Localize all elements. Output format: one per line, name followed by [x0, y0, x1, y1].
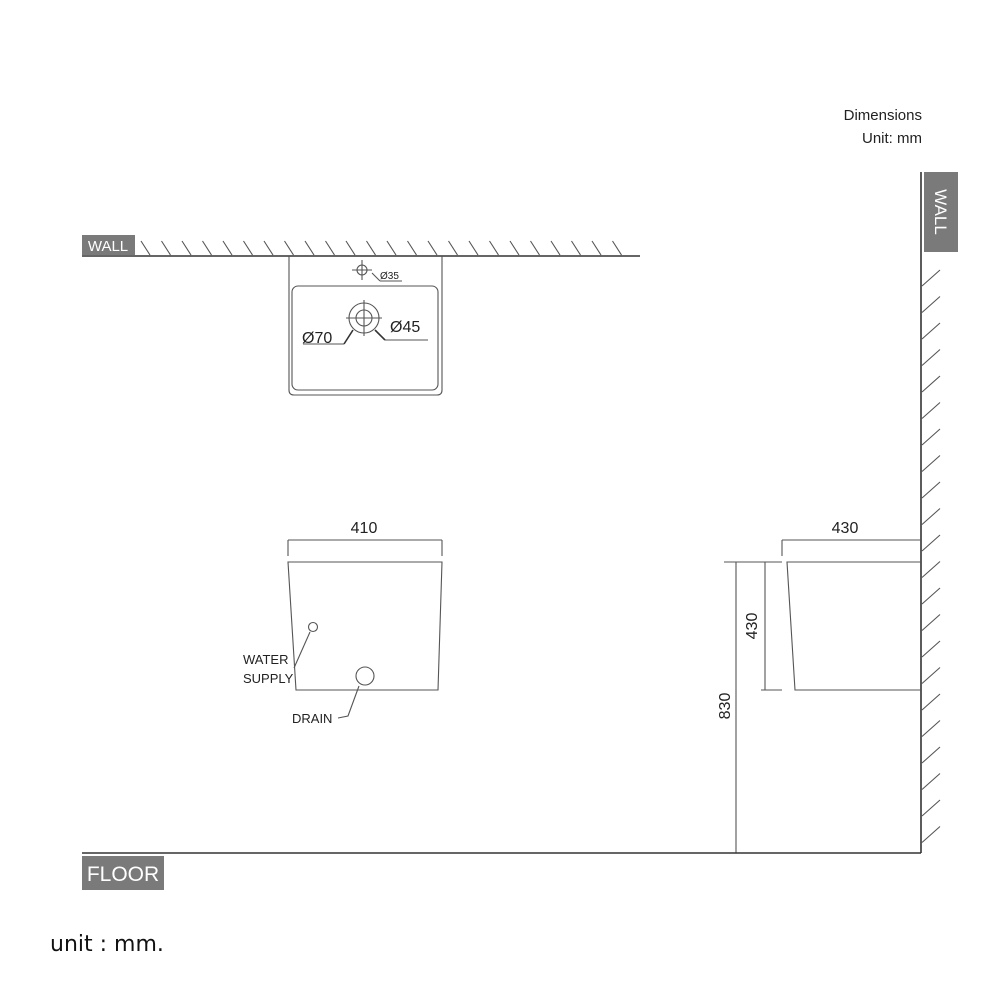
hatch-mark: [407, 240, 417, 256]
hatch-mark: [509, 240, 520, 256]
hatch-mark: [921, 667, 941, 684]
hatch-mark: [921, 561, 941, 578]
hatch-mark: [921, 375, 941, 393]
hatch-mark: [921, 640, 941, 658]
water-supply-leader: [293, 631, 311, 669]
tap-hole: [352, 260, 402, 282]
hatch-mark: [304, 240, 315, 256]
hatch-mark: [448, 240, 458, 256]
wall-top-hatch: [140, 240, 622, 256]
unit-note: unit : mm.: [50, 932, 164, 957]
front-view: 410 WATER SUPPLY DRAIN: [243, 520, 443, 726]
tap-hole-dimension: Ø35: [380, 271, 399, 282]
waste-outer-dimension: Ø70: [302, 330, 332, 347]
hatch-mark: [612, 240, 622, 256]
hatch-mark: [921, 799, 941, 817]
hatch-mark: [921, 720, 941, 737]
hatch-mark: [263, 240, 274, 256]
hatch-mark: [921, 534, 941, 552]
basin-side-outline: [786, 561, 921, 691]
basin-top-outline: [288, 256, 443, 396]
side-view: WALL 430 430 830: [717, 172, 958, 853]
wall-top-label: WALL: [88, 238, 128, 255]
hatch-mark: [530, 240, 540, 256]
hatch-mark: [921, 269, 941, 287]
wall-side-tag: [924, 172, 958, 252]
wall-side-hatch: [921, 269, 941, 843]
floor-tag: [82, 856, 164, 890]
unit-label: Unit: mm: [862, 130, 922, 147]
hatch-mark: [921, 614, 941, 631]
hatch-mark: [489, 240, 499, 256]
hatch-mark: [921, 587, 941, 605]
basin-top-inner: [291, 285, 439, 391]
hatch-mark: [284, 240, 294, 256]
hatch-mark: [921, 349, 941, 366]
hatch-mark: [921, 746, 941, 764]
hatch-mark: [921, 693, 941, 711]
wall-side-label: WALL: [931, 189, 950, 235]
water-supply-label-2: SUPPLY: [243, 671, 294, 686]
drain-label: DRAIN: [292, 711, 332, 726]
hatch-mark: [921, 296, 941, 313]
hatch-mark: [571, 240, 581, 256]
drain-hole: [355, 666, 375, 686]
hatch-mark: [921, 455, 941, 472]
hatch-mark: [243, 240, 253, 256]
side-height-dimension: 430: [744, 613, 761, 640]
hatch-mark: [386, 240, 397, 256]
hatch-mark: [222, 240, 233, 256]
top-view: WALL Ø35 Ø70 Ø45: [82, 235, 640, 396]
hatch-mark: [202, 240, 212, 256]
hatch-mark: [427, 240, 438, 256]
hatch-mark: [345, 240, 356, 256]
floor-label: FLOOR: [87, 863, 159, 886]
hatch-mark: [325, 240, 335, 256]
basin-front-outline: [287, 561, 443, 691]
front-width-dimension: 410: [351, 520, 378, 537]
drain-leader: [337, 685, 360, 719]
hatch-mark: [921, 402, 941, 419]
waste-hole: [303, 300, 428, 345]
waste-inner-dimension: Ø45: [390, 319, 420, 336]
hatch-mark: [921, 428, 941, 446]
hatch-mark: [181, 240, 192, 256]
mount-height-dimension: 830: [717, 693, 734, 720]
water-supply-hole: [307, 621, 319, 633]
hatch-mark: [921, 508, 941, 525]
water-supply-label-1: WATER: [243, 652, 289, 667]
wall-top-tag: [82, 235, 135, 255]
hatch-mark: [140, 240, 151, 256]
hatch-mark: [366, 240, 376, 256]
hatch-mark: [921, 773, 941, 790]
hatch-mark: [468, 240, 479, 256]
hatch-mark: [921, 826, 941, 843]
dimensions-title: Dimensions: [844, 107, 922, 124]
hatch-mark: [921, 322, 941, 340]
hatch-mark: [550, 240, 561, 256]
hatch-mark: [161, 240, 171, 256]
hatch-mark: [591, 240, 602, 256]
hatch-mark: [921, 481, 941, 499]
side-depth-dimension: 430: [832, 520, 859, 537]
